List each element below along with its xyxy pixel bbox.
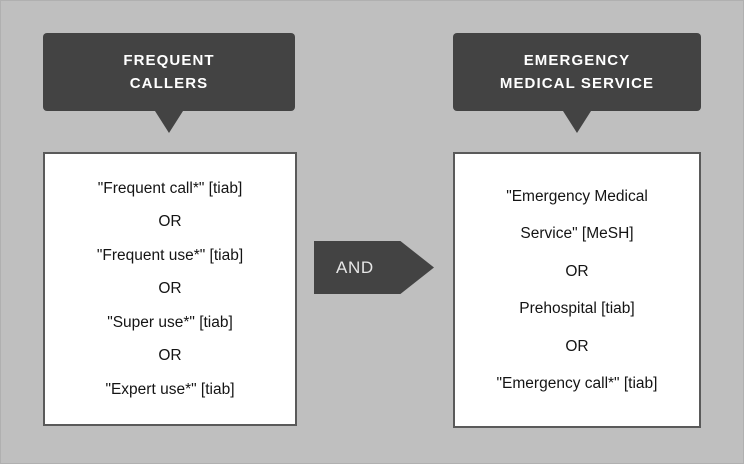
header-box-emergency-medical-service: EMERGENCY MEDICAL SERVICE (453, 33, 701, 111)
query-line: OR (565, 337, 589, 355)
header-title-frequent-callers: FREQUENT CALLERS (123, 51, 215, 92)
query-line: "Expert use*" [tiab] (105, 380, 235, 398)
query-box-emergency-medical-service: "Emergency Medical Service" [MeSH] OR Pr… (453, 152, 701, 428)
header-pointer-right (563, 111, 591, 133)
query-line: OR (158, 213, 182, 231)
query-line: OR (158, 280, 182, 298)
query-line: "Super use*" [tiab] (107, 313, 233, 331)
query-line: OR (158, 347, 182, 365)
query-line: "Emergency call*" [tiab] (496, 375, 658, 392)
query-line: OR (565, 262, 589, 280)
query-line: "Emergency Medical (506, 187, 648, 205)
query-line: "Frequent call*" [tiab] (97, 179, 243, 197)
and-connector-arrow: AND (314, 241, 434, 294)
header-title-emergency-medical-service: EMERGENCY MEDICAL SERVICE (499, 51, 655, 92)
query-line: "Frequent use*" [tiab] (96, 246, 244, 264)
header-box-frequent-callers: FREQUENT CALLERS (43, 33, 295, 111)
query-box-frequent-callers: "Frequent call*" [tiab] OR "Frequent use… (43, 152, 297, 426)
query-line: Prehospital [tiab] (519, 300, 635, 317)
header-pointer-left (155, 111, 183, 133)
query-line: Service" [MeSH] (520, 225, 634, 242)
and-connector-label: AND (336, 257, 374, 277)
